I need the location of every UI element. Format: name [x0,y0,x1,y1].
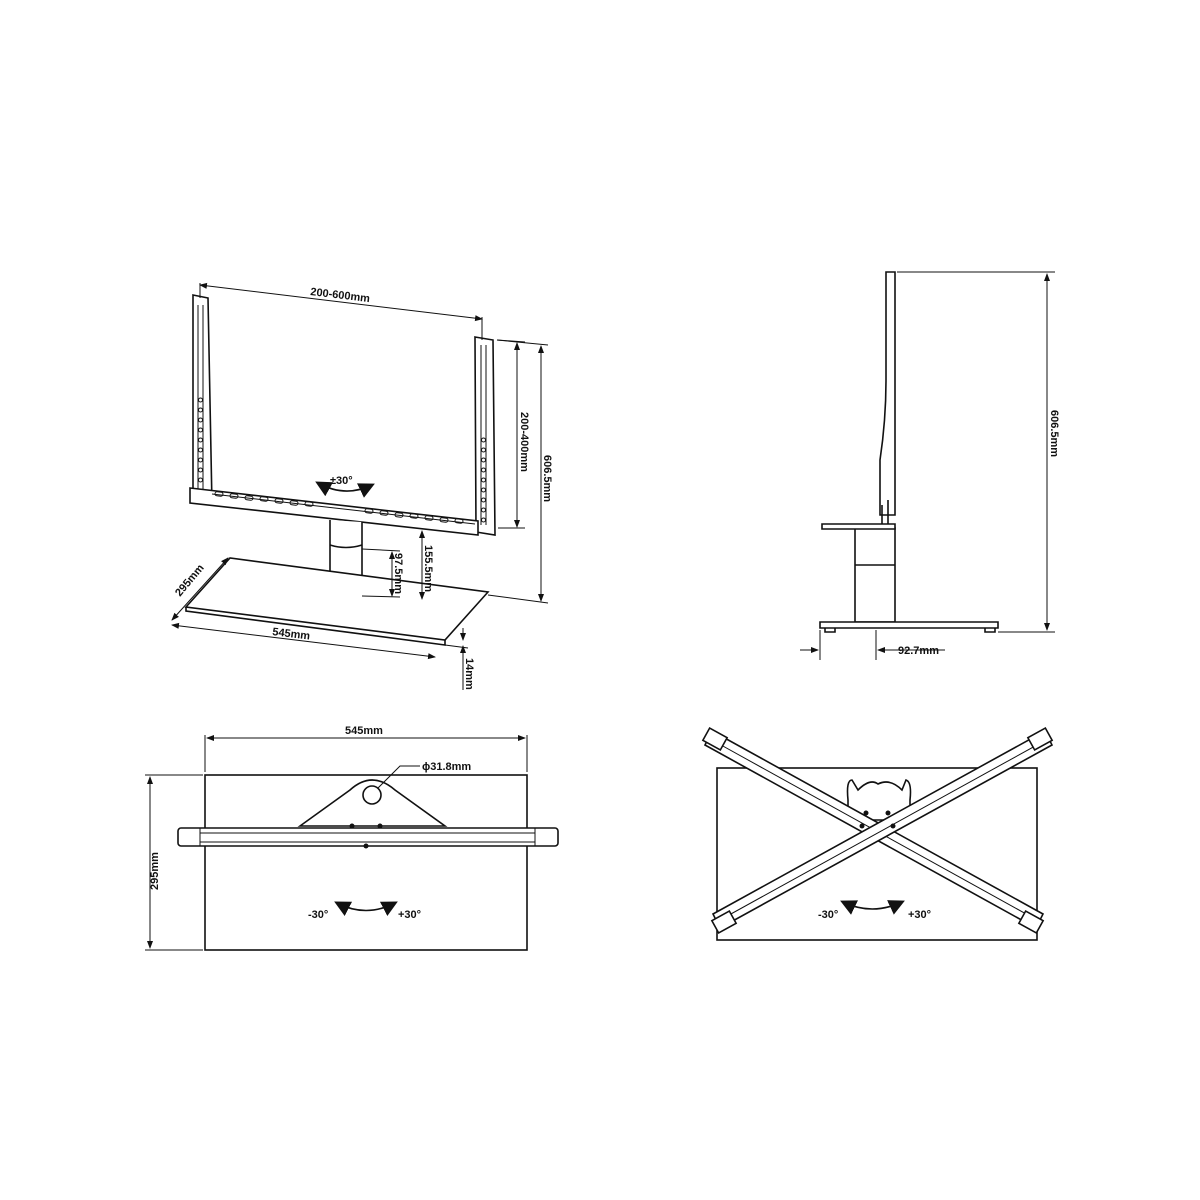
dimensions [171,282,549,690]
rotation-arrow-rotated [840,900,905,915]
bracket-holes [198,397,203,483]
crossbar [177,827,559,847]
hole-diameter-label: ϕ31.8mm [422,761,471,773]
right-bracket [474,336,496,536]
top-view-straight: 545mm 295mm ϕ31.8mm -30° +30° [145,725,559,951]
horizontal-rail [189,487,479,536]
top-width-label: 545mm [345,725,383,737]
column-side [854,527,896,623]
shelf [821,523,896,530]
top-depth-label: 295mm [149,852,161,890]
column-lower-label: 97.5mm [392,553,404,594]
vesa-height-label: 200-400mm [518,412,530,472]
rot-plus-label-rotated: +30° [908,909,931,921]
panel-side [879,271,896,516]
front-view: ±30° 200-600mm 200-400mm 606.5mm 155.5mm… [171,282,553,690]
base-outline-rotated [716,767,1038,941]
column-height-label: 155.5mm [422,545,434,592]
base-side [819,621,999,629]
side-dimensions [800,271,1055,660]
hub-rotated [846,779,912,821]
rot-minus-label: -30° [308,909,328,921]
arm-b [710,726,1054,935]
rot-minus-label-rotated: -30° [818,909,838,921]
tilt-arrow: ±30° [315,475,375,498]
base-width-label: 545mm [272,626,311,643]
base-outline [204,774,528,951]
side-total-height-label: 606.5mm [1048,410,1060,457]
left-bracket [192,294,213,506]
top-view-rotated: -30° +30° [701,726,1054,941]
side-view: 606.5mm 92.7mm [800,271,1060,660]
cable-hole [362,785,382,805]
tilt-label: ±30° [330,475,353,487]
total-height-label: 606.5mm [541,455,553,502]
rotation-arrow [334,901,398,916]
offset-label: 92.7mm [898,645,939,657]
rot-plus-label: +30° [398,909,421,921]
base-thickness-label: 14mm [463,658,475,690]
